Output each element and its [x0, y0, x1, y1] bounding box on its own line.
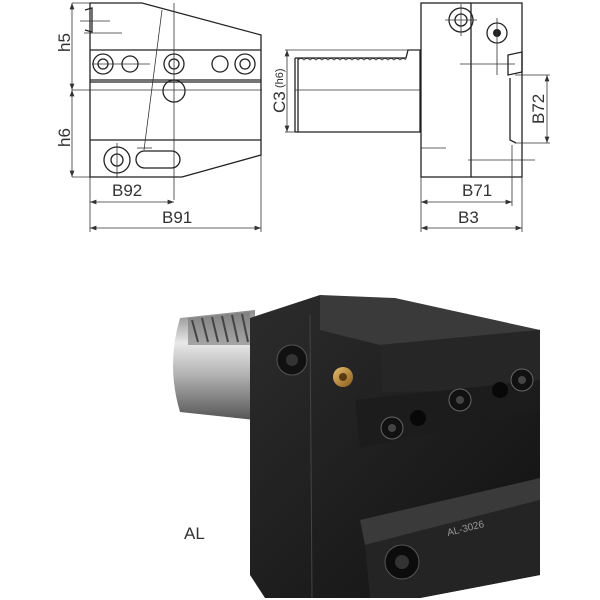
dim-b71: B71: [462, 181, 492, 200]
screws: [380, 368, 534, 580]
product-photo: AL-3026: [173, 295, 540, 599]
dim-c3: C3: [270, 91, 289, 113]
shank-view: C3 (h6): [270, 49, 421, 133]
dim-b91: B91: [162, 208, 192, 227]
dim-h6: h6: [55, 128, 74, 147]
dim-b92: B92: [112, 181, 142, 200]
variant-label: AL: [184, 524, 205, 543]
shank: [173, 310, 255, 420]
dim-b72: B72: [529, 94, 548, 124]
dim-b3: B3: [458, 208, 479, 227]
side-view: B72 B71 B3: [420, 2, 550, 232]
dim-h5: h5: [55, 33, 74, 52]
front-view: h5 h6 B92 B91: [55, 2, 262, 232]
mounting-holes: [92, 53, 256, 178]
dim-c3-tolerance: (h6): [274, 68, 286, 88]
